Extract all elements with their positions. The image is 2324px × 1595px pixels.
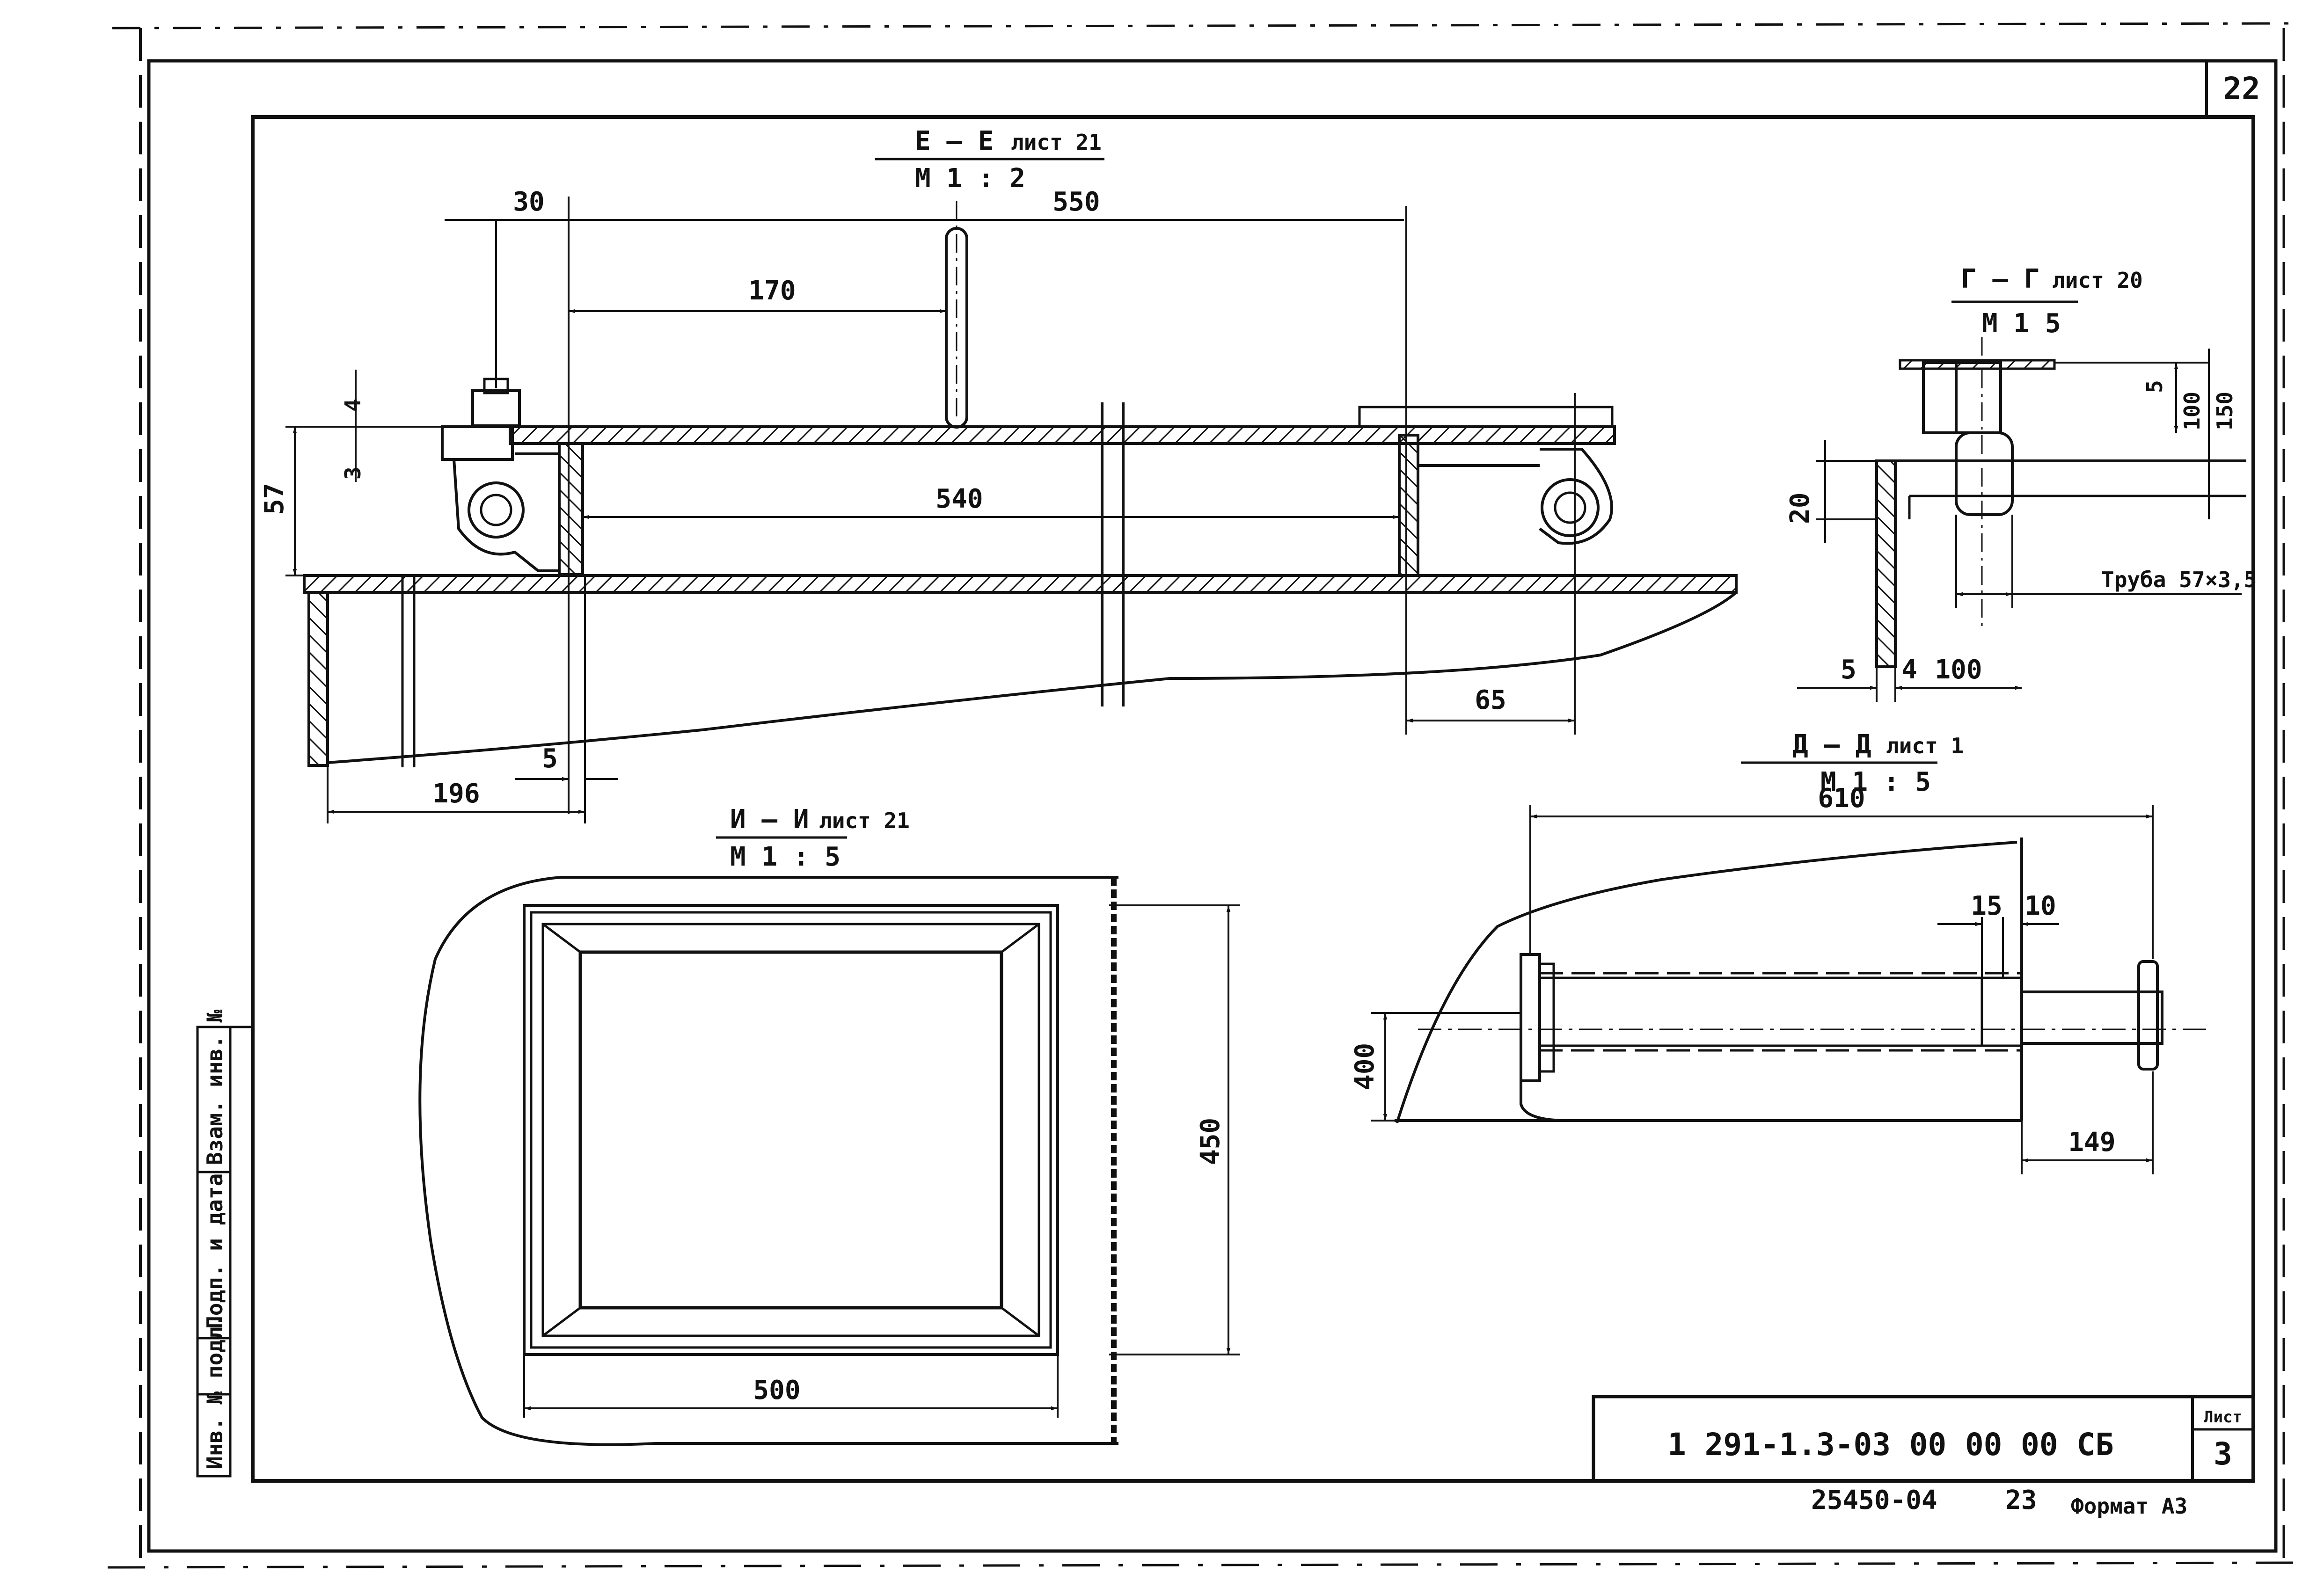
view-dd-title: Д – Д лист 1 М 1 : 5 — [1741, 729, 1964, 797]
dim-ee-3: 3 — [340, 466, 365, 480]
dim-ee-30: 30 — [513, 187, 544, 217]
dim-ee-5: 5 — [542, 743, 558, 774]
view-ee-scale: М 1 : 2 — [915, 163, 1025, 194]
side-stamp: Инв. № подл. Подп. и дата Взам. инв. № — [196, 1009, 253, 1478]
dim-ee-550: 550 — [1052, 187, 1100, 217]
view-ii-name: И – И — [730, 804, 809, 835]
view-ee: Е – Е лист 21 М 1 : 2 — [259, 126, 1738, 823]
ee-right-web — [1398, 434, 1419, 577]
dim-gg-100a: 100 — [2179, 392, 2205, 430]
view-ii: И – И лист 21 М 1 : 5 450 500 — [418, 804, 1240, 1446]
stamp-label-inv: Инв. № подл. — [202, 1314, 227, 1469]
dim-dd-610: 610 — [1818, 783, 1865, 814]
view-ii-scale: М 1 : 5 — [730, 842, 840, 872]
gg-pipe-note: Труба 57×3,5 — [2101, 567, 2257, 592]
view-dd-ref: лист 1 — [1886, 733, 1964, 758]
view-gg-ref: лист 20 — [2052, 268, 2143, 293]
ee-bottom-plate — [303, 574, 1738, 594]
view-gg-title: Г – Г лист 20 М 1 5 — [1951, 264, 2143, 339]
ee-handle-rod — [945, 227, 968, 429]
ee-top-plate — [509, 425, 1616, 445]
ii-inner-frame — [578, 950, 1003, 1310]
page-number: 22 — [2223, 71, 2260, 107]
dim-gg-100b: 100 — [1935, 655, 1982, 685]
gg-tube — [1955, 431, 2014, 516]
dim-ee-65: 65 — [1475, 685, 1506, 715]
view-dd-name: Д – Д — [1792, 729, 1871, 760]
ii-outer-frame — [523, 904, 1059, 1356]
dim-dd-149: 149 — [2068, 1127, 2115, 1158]
view-ee-title: Е – Е лист 21 М 1 : 2 — [875, 126, 1104, 194]
dim-ee-540: 540 — [935, 484, 983, 514]
dim-ii-500: 500 — [753, 1375, 800, 1406]
ee-left-wall — [307, 591, 329, 767]
dim-ee-196: 196 — [432, 779, 480, 809]
dim-ee-57: 57 — [259, 483, 290, 515]
archive-page: 23 — [2005, 1485, 2037, 1515]
sheet-label: Лист — [2204, 1408, 2242, 1427]
view-gg-name: Г – Г — [1961, 264, 2040, 294]
ee-left-hinge — [441, 378, 561, 572]
dim-gg-4: 4 — [1901, 655, 1917, 685]
sheet-frame — [107, 22, 2294, 1569]
view-dd: Д – Д лист 1 М 1 : 5 610 15 10 400 — [1350, 729, 2209, 1174]
stamp-label-replace: Взам. инв. № — [202, 1009, 227, 1165]
view-gg: Г – Г лист 20 М 1 5 Труба 57×3,5 5 100 1… — [1785, 264, 2257, 702]
sheet-number: 3 — [2214, 1436, 2232, 1472]
dd-break-line — [1396, 841, 2017, 1123]
document-designation: 1 291-1.3-03 00 00 00 СБ — [1667, 1427, 2114, 1463]
view-gg-scale: М 1 5 — [1982, 308, 2061, 339]
view-ee-name: Е – Е — [915, 126, 994, 156]
view-ee-ref: лист 21 — [1011, 130, 1102, 155]
ii-break-outline — [418, 876, 1118, 1446]
dim-ee-170: 170 — [748, 276, 796, 306]
dim-gg-5b: 5 — [1841, 655, 1856, 685]
gg-wall — [1875, 459, 1897, 668]
dim-gg-5a: 5 — [2142, 380, 2167, 393]
dim-dd-15: 15 — [1971, 891, 2002, 921]
dim-ee-4: 4 — [340, 399, 365, 412]
title-block: 1 291-1.3-03 00 00 00 СБ Лист 3 — [1592, 1395, 2255, 1483]
dim-gg-20: 20 — [1785, 493, 1815, 524]
view-ii-title: И – И лист 21 М 1 : 5 — [716, 804, 910, 872]
ee-left-web — [558, 442, 584, 576]
stamp-label-sign: Подп. и дата — [202, 1173, 227, 1329]
archive-number: 25450-04 — [1811, 1485, 1937, 1515]
dim-gg-150: 150 — [2212, 392, 2237, 430]
dim-dd-10: 10 — [2024, 891, 2056, 921]
dim-dd-400: 400 — [1350, 1043, 1380, 1090]
paper-format: Формат А3 — [2071, 1493, 2187, 1519]
view-ii-ref: лист 21 — [819, 808, 910, 833]
view-dd-scale: М 1 : 5 — [1820, 767, 1931, 797]
dim-ii-450: 450 — [1195, 1118, 1226, 1165]
page-number-box: 22 — [2205, 61, 2260, 117]
